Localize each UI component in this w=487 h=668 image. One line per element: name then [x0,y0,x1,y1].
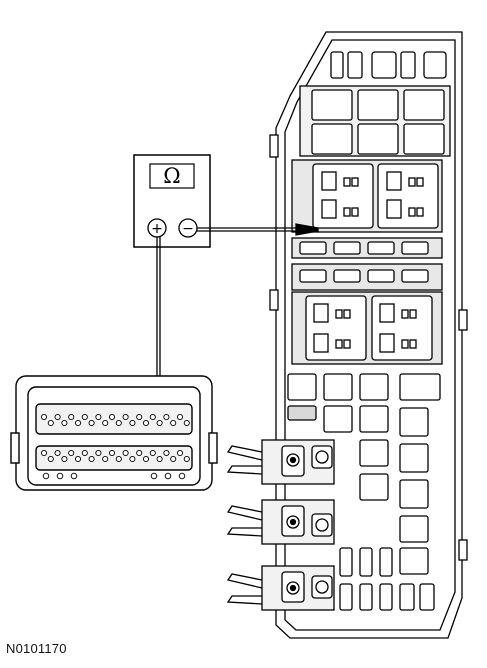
connector-pin [68,449,75,457]
housing-latch [269,134,279,158]
connector-pin [61,455,68,463]
positive-symbol: + [151,221,163,237]
fuse-box [226,31,468,639]
connector-hole [56,472,64,480]
meter-display [149,163,195,189]
connector-pin [149,413,156,421]
mini-fuse-strip [291,237,443,291]
connector-pin [102,455,109,463]
module-connector [10,375,218,491]
connector-pin [81,449,88,457]
ohmmeter: + − [133,154,211,248]
connector-pin [88,419,95,427]
connector-pin [183,419,190,427]
housing-latch [458,309,468,331]
upper-relay-block [299,85,451,157]
connector-pin [176,413,184,421]
connector-pin [61,419,68,427]
connector-pin [176,449,184,457]
connector-pin [115,455,122,463]
fuse-box-inner-wall [284,39,456,631]
connector-pin [74,455,82,463]
connector-pin [95,413,102,421]
connector-pin [170,455,177,463]
figure-id-label: N0101170 [6,641,67,656]
connector-pin [163,449,170,457]
connector-hole [70,472,78,480]
connector-pin [47,455,54,463]
connector-pin [129,419,136,427]
connector-pin [170,419,177,427]
connector-pin [129,455,136,463]
ohm-symbol: Ω [163,164,181,188]
stud-leads [226,445,263,605]
connector-pin [47,419,54,427]
connector-pin [156,419,163,427]
connector-pin [122,413,129,421]
connector-pin [40,413,48,421]
bottom-fuse-row [339,547,435,611]
housing-latch [269,289,279,311]
connector-hole [178,472,186,480]
connector-pin [88,455,95,463]
connector-pin [122,449,129,457]
connector-pin [54,449,61,457]
negative-probe-tip [295,223,319,236]
top-fuse-row [330,51,447,79]
connector-hole [150,472,158,480]
connector-pin [95,449,102,457]
connector-pin [136,413,143,421]
connector-pin [81,413,88,421]
negative-symbol: − [182,221,194,237]
connector-pin [74,419,82,427]
relay-pair-lower [291,291,443,365]
connector-pin [163,413,170,421]
connector-hole [42,472,50,480]
connector-pin [183,455,190,463]
connector-pin [108,413,116,421]
connector-pin [149,449,156,457]
connector-side-lock [208,432,218,464]
connector-side-lock [10,432,20,464]
connector-pin [54,413,61,421]
connector-pin [142,419,150,427]
connector-pin [156,455,163,463]
connector-pin [108,449,116,457]
connector-pin [68,413,75,421]
connector-pin [115,419,122,427]
lower-fuse-grid [287,373,441,575]
connector-pins [40,413,190,480]
connector-pin [142,455,150,463]
connector-pin [40,449,48,457]
lower-pin-cavity [35,445,193,471]
connector-pin [102,419,109,427]
connector-pin [136,449,143,457]
ground-studs [261,439,335,611]
relay-pair-upper [291,159,443,233]
connector-hole [164,472,172,480]
housing-latch [458,539,468,561]
